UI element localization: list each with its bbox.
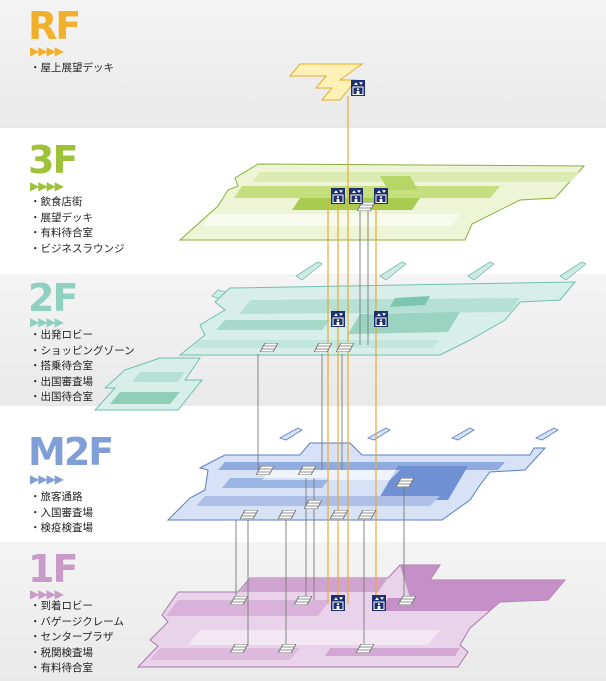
floor-arrows-m2f: ▶▶▶▶ — [30, 472, 64, 486]
elevator-icon — [331, 595, 345, 611]
elevator-icon — [349, 188, 363, 204]
facility-list-2f: 出発ロビー ショッピングゾーン 搭乗待合室 出国審査場 出国待合室 — [30, 328, 135, 406]
elevator-icon — [374, 311, 388, 327]
elevator-icon — [331, 188, 345, 204]
floor-arrows-2f: ▶▶▶▶ — [30, 315, 64, 329]
floor-arrows-rf: ▶▶▶▶ — [30, 44, 64, 58]
floor-label-rf: RF — [28, 4, 81, 48]
facility-item: 検疫検査場 — [30, 521, 94, 537]
floor-arrows-1f: ▶▶▶▶ — [30, 587, 64, 601]
escalator-connectors — [235, 206, 405, 646]
facility-item: ショッピングゾーン — [30, 344, 135, 360]
facility-item: 飲食店街 — [30, 195, 125, 211]
floor-label-m2f: M2F — [28, 430, 114, 474]
floor-plan-1f — [136, 564, 567, 668]
floor-plan-m2f — [166, 427, 559, 521]
facility-item: 到着ロビー — [30, 599, 124, 615]
facility-item: 展望デッキ — [30, 211, 125, 227]
floor-arrows-3f: ▶▶▶▶ — [30, 179, 64, 193]
facility-item: 出発ロビー — [30, 328, 135, 344]
facility-item: 出国審査場 — [30, 375, 135, 391]
facility-list-m2f: 旅客通路 入国審査場 検疫検査場 — [30, 490, 94, 537]
facility-item: 旅客通路 — [30, 490, 93, 506]
facility-item: 屋上展望デッキ — [30, 61, 115, 77]
facility-item: バゲージクレーム — [30, 615, 124, 631]
floor-plan-rf — [288, 63, 364, 101]
elevator-icon — [372, 595, 386, 611]
facility-item: センタープラザ — [30, 630, 124, 646]
elevator-icon — [374, 188, 388, 204]
floor-label-2f: 2F — [28, 276, 78, 320]
facility-item: 入国審査場 — [30, 506, 94, 522]
elevator-icon — [331, 311, 345, 327]
floor-plan-2f — [93, 261, 587, 411]
elevator-connectors — [327, 96, 377, 604]
facility-item: 出国待合室 — [30, 390, 135, 406]
facility-list-3f: 飲食店街 展望デッキ 有料待合室 ビジネスラウンジ — [30, 195, 125, 257]
facility-item: ビジネスラウンジ — [30, 242, 125, 258]
facility-item: 搭乗待合室 — [30, 359, 135, 375]
elevator-icon — [351, 80, 365, 96]
facility-list-rf: 屋上展望デッキ — [30, 61, 115, 77]
floor-label-1f: 1F — [28, 547, 78, 591]
facility-item: 有料待合室 — [30, 661, 124, 677]
facility-item: 有料待合室 — [30, 226, 125, 242]
facility-item: 税関検査場 — [30, 646, 124, 662]
floor-label-3f: 3F — [28, 138, 78, 182]
facility-list-1f: 到着ロビー バゲージクレーム センタープラザ 税関検査場 有料待合室 — [30, 599, 124, 677]
